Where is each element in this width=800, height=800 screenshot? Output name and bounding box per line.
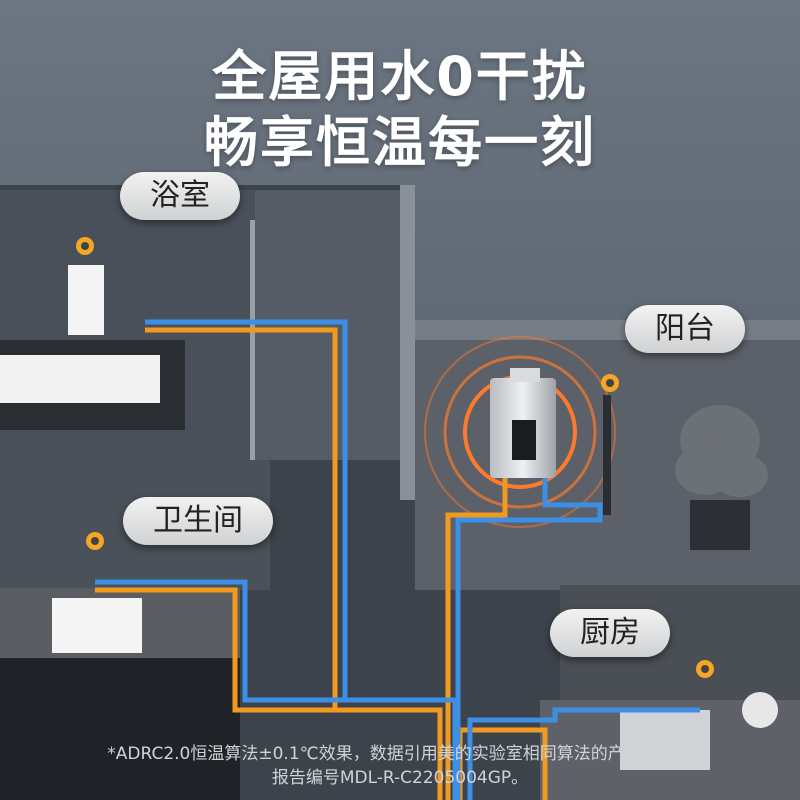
kitchen-sink: [620, 710, 710, 770]
room-label-bathroom: 浴室: [120, 172, 240, 220]
room-label-kitchen: 厨房: [550, 609, 670, 657]
towel: [68, 265, 104, 335]
room-label-toilet: 卫生间: [123, 497, 273, 545]
room-label-balcony: 阳台: [625, 305, 745, 353]
cold-water-pipes: [95, 319, 700, 800]
water-heater: [490, 368, 556, 478]
balcony-faucet: [603, 395, 611, 515]
headline-line2: 畅享恒温每一刻: [204, 111, 596, 174]
footnote-line2: 报告编号MDL-R-C2205004GP。: [271, 768, 529, 788]
bathtub: [0, 355, 160, 403]
sink: [52, 598, 142, 653]
headline-line1: 全屋用水0干扰: [212, 45, 588, 108]
plant: [675, 405, 768, 550]
footnote-line1: *ADRC2.0恒温算法±0.1℃效果，数据引用美的实验室相同算法的产品报告；: [107, 744, 693, 764]
